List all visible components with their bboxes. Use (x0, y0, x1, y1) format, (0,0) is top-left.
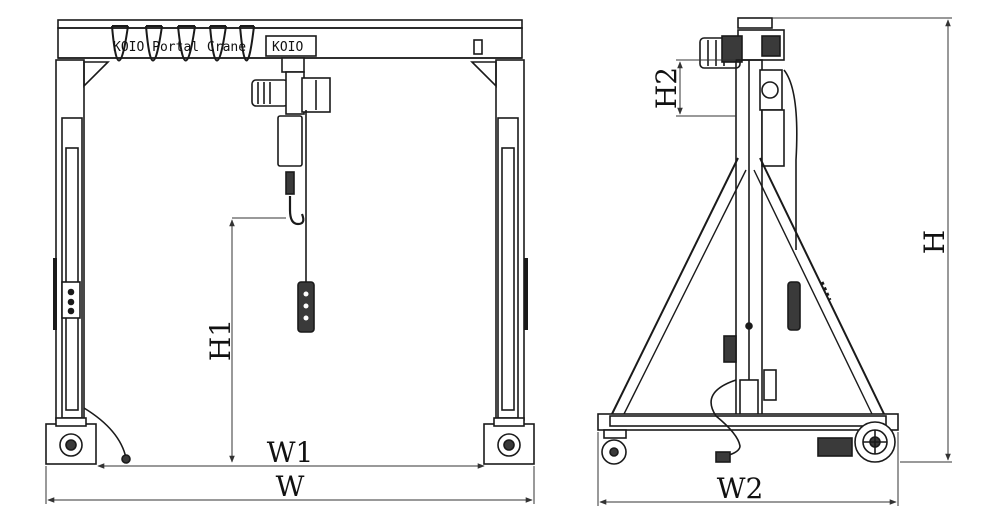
right-wheel-base (483, 417, 535, 465)
dim-label-h1: H1 (204, 319, 237, 361)
dim-label-w1: W1 (267, 436, 314, 469)
right-leg-outer (495, 59, 525, 421)
end-stop (473, 39, 483, 55)
power-cable (83, 407, 127, 459)
left-leg-inner (61, 117, 83, 419)
side-power-cable (710, 379, 741, 457)
dim-label-h: H (918, 230, 951, 254)
side-top-cap (737, 17, 773, 29)
side-dimensions (597, 17, 952, 506)
side-leg-right (759, 157, 885, 415)
dim-label-w: W (276, 470, 305, 503)
hook (288, 196, 305, 226)
left-leg-outer (55, 59, 85, 421)
left-wheel-base (45, 417, 97, 465)
side-view (597, 17, 899, 465)
side-pendant (787, 281, 801, 331)
side-leg-left (611, 157, 739, 415)
beam-label: KOIO Portal Crane (113, 40, 246, 55)
dim-label-h2: H2 (650, 67, 683, 109)
hoist: KOIO (251, 35, 331, 333)
dim-label-w2: W2 (717, 472, 764, 505)
cable-festoon (111, 25, 255, 62)
left-gusset (83, 61, 110, 88)
hoist-badge: KOIO (272, 40, 303, 55)
side-caster (601, 429, 627, 465)
hoist-badge-box (265, 35, 317, 57)
side-drive-wheel (817, 421, 896, 463)
chain-bag (277, 115, 303, 167)
right-gusset (470, 61, 497, 88)
right-leg-inner (497, 117, 519, 419)
front-view: KOIO Portal Crane (45, 19, 535, 465)
front-dimensions (45, 217, 535, 504)
